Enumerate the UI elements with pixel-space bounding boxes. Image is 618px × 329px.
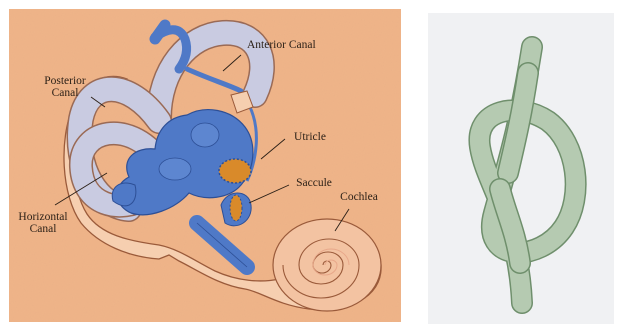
knot-svg: [428, 13, 614, 324]
inner-ear-svg: [9, 9, 401, 322]
label-saccule: Saccule: [289, 177, 339, 189]
cochlea: [273, 219, 381, 311]
label-posterior-canal: Posterior Canal: [37, 75, 93, 99]
label-utricle: Utricle: [285, 131, 335, 143]
knot-illustration: [428, 13, 614, 324]
inner-ear-illustration: Anterior Canal Posterior Canal Utricle S…: [9, 9, 401, 322]
label-anterior-canal: Anterior Canal: [247, 39, 307, 51]
label-cochlea: Cochlea: [333, 191, 385, 203]
label-horizontal-canal: Horizontal Canal: [11, 211, 75, 235]
utricle-macula: [219, 159, 251, 183]
